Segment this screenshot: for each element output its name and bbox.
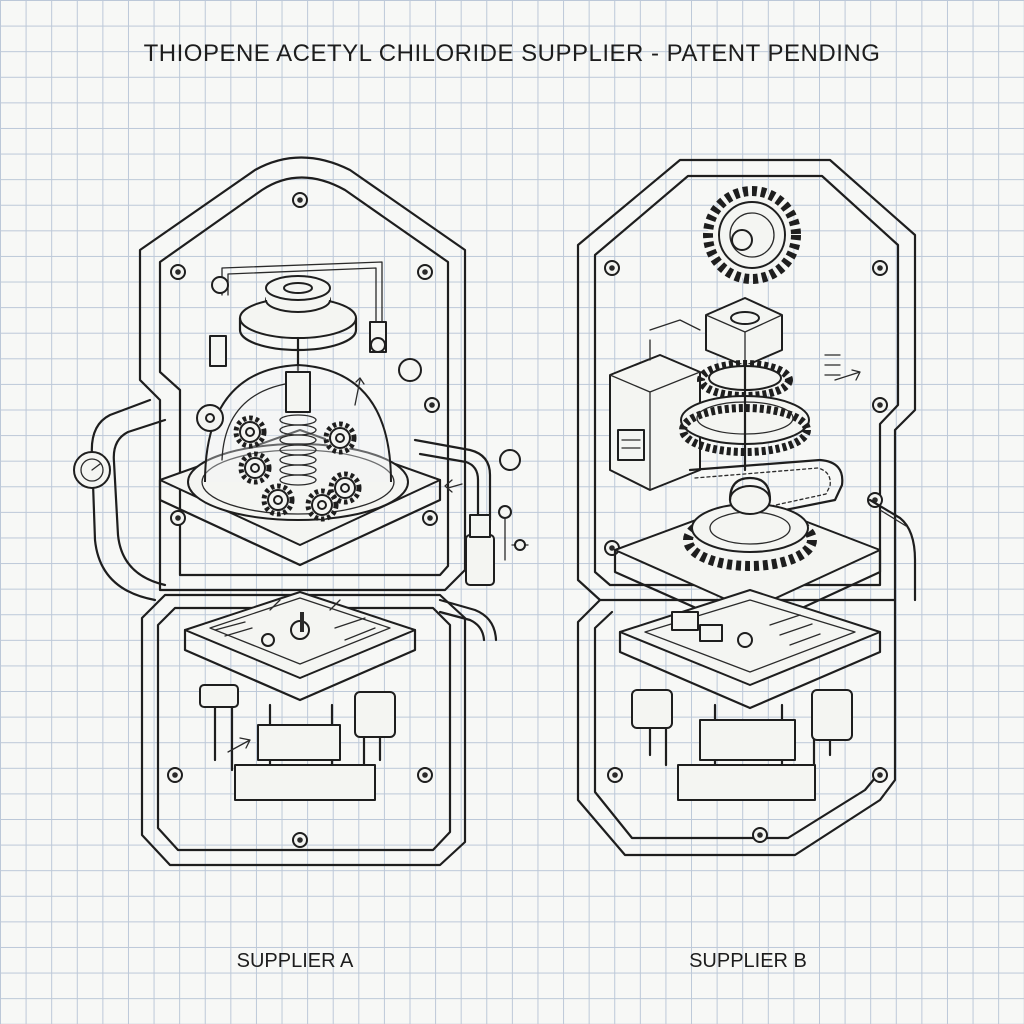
supplier-b-upper-housing xyxy=(576,158,917,602)
supplier-b-lower-housing xyxy=(576,598,897,857)
page-title: THIOPENE ACETYL CHILORIDE SUPPLIER - PAT… xyxy=(143,40,881,67)
supplier-b-device xyxy=(576,158,917,857)
supplier-a-device xyxy=(73,156,529,867)
supplier-b-caption: SUPPLIER B xyxy=(689,950,807,972)
supplier-a-upper-housing xyxy=(138,156,467,592)
supplier-a-caption: SUPPLIER A xyxy=(236,950,354,972)
